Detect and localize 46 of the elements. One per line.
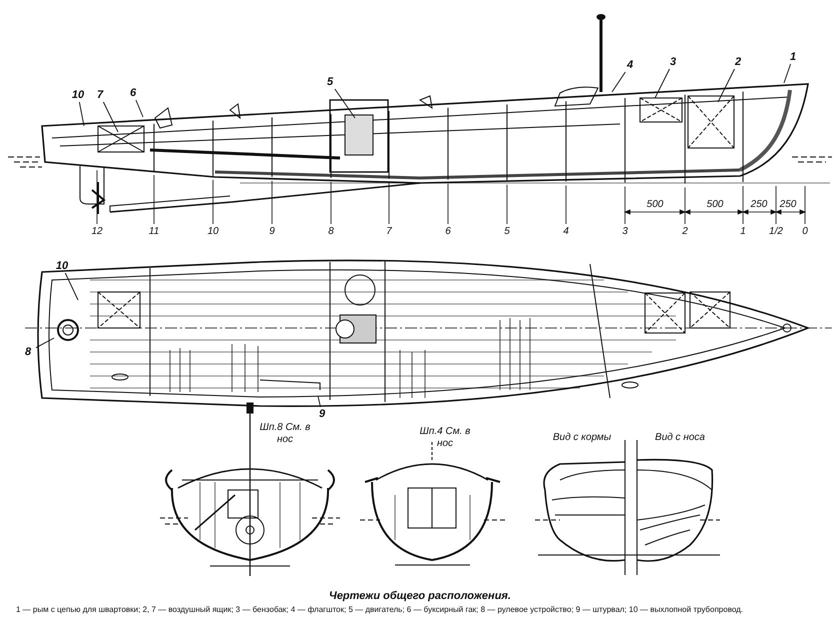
- drawing-title: Чертежи общего расположения.: [328, 590, 512, 602]
- callout-number: 10: [54, 259, 70, 273]
- station-number: 10: [207, 226, 219, 238]
- callout-number: 9: [314, 407, 330, 421]
- dimension-label: 250: [750, 199, 768, 210]
- callout-number: 10: [70, 88, 86, 102]
- callout-number: 7: [92, 88, 108, 102]
- leader-line: [334, 88, 356, 118]
- leader-line: [64, 272, 78, 300]
- leader-line: [78, 102, 84, 126]
- leader-line: [718, 68, 735, 102]
- callout-number: 1: [785, 50, 801, 64]
- view-label: Вид с кормы: [552, 432, 612, 444]
- leader-line: [654, 68, 670, 98]
- station-number: 11: [148, 226, 160, 238]
- leader-line: [784, 64, 792, 84]
- callout-number: 8: [20, 345, 36, 359]
- station-number: 8: [328, 226, 334, 238]
- station-number: 1: [740, 226, 746, 238]
- leader-line: [612, 72, 626, 92]
- dimension-label: 500: [646, 199, 664, 210]
- callout-number: 3: [665, 55, 681, 69]
- view-label: Вид с носа: [655, 432, 705, 444]
- caption: 1 — рым с цепью для швартовки; 2, 7 — воздушный ящик; 3 — бензобак; 4 — флагшток; 5 — двигатель; 6 — буксирный гак; 8 — рулевое устройство; 9 — штурвал; 10 — выхлопной трубопровод.: [16, 605, 744, 615]
- station-number: 7: [386, 226, 392, 238]
- callout-number: 5: [322, 75, 338, 89]
- view-label: Шп.4 См. в нос: [418, 426, 472, 449]
- callout-number: 4: [622, 58, 638, 72]
- dimension-label: 500: [706, 199, 724, 210]
- station-number: 5: [504, 226, 510, 238]
- dimension-label: 250: [780, 199, 796, 210]
- leader-line: [102, 102, 118, 132]
- station-number: 0: [802, 226, 808, 238]
- station-number: 1/2: [769, 226, 783, 238]
- station-number: 6: [445, 226, 451, 238]
- leader-line: [36, 338, 54, 348]
- leader-line: [318, 396, 321, 408]
- station-number: 4: [563, 226, 569, 238]
- callout-number: 2: [730, 55, 746, 69]
- callout-number: 6: [125, 86, 141, 100]
- station-number: 12: [91, 226, 103, 238]
- station-number: 2: [682, 226, 688, 238]
- leader-line: [135, 100, 144, 118]
- station-number: 3: [622, 226, 628, 238]
- station-number: 9: [269, 226, 275, 238]
- view-label: Шп.8 См. в нос: [258, 422, 312, 445]
